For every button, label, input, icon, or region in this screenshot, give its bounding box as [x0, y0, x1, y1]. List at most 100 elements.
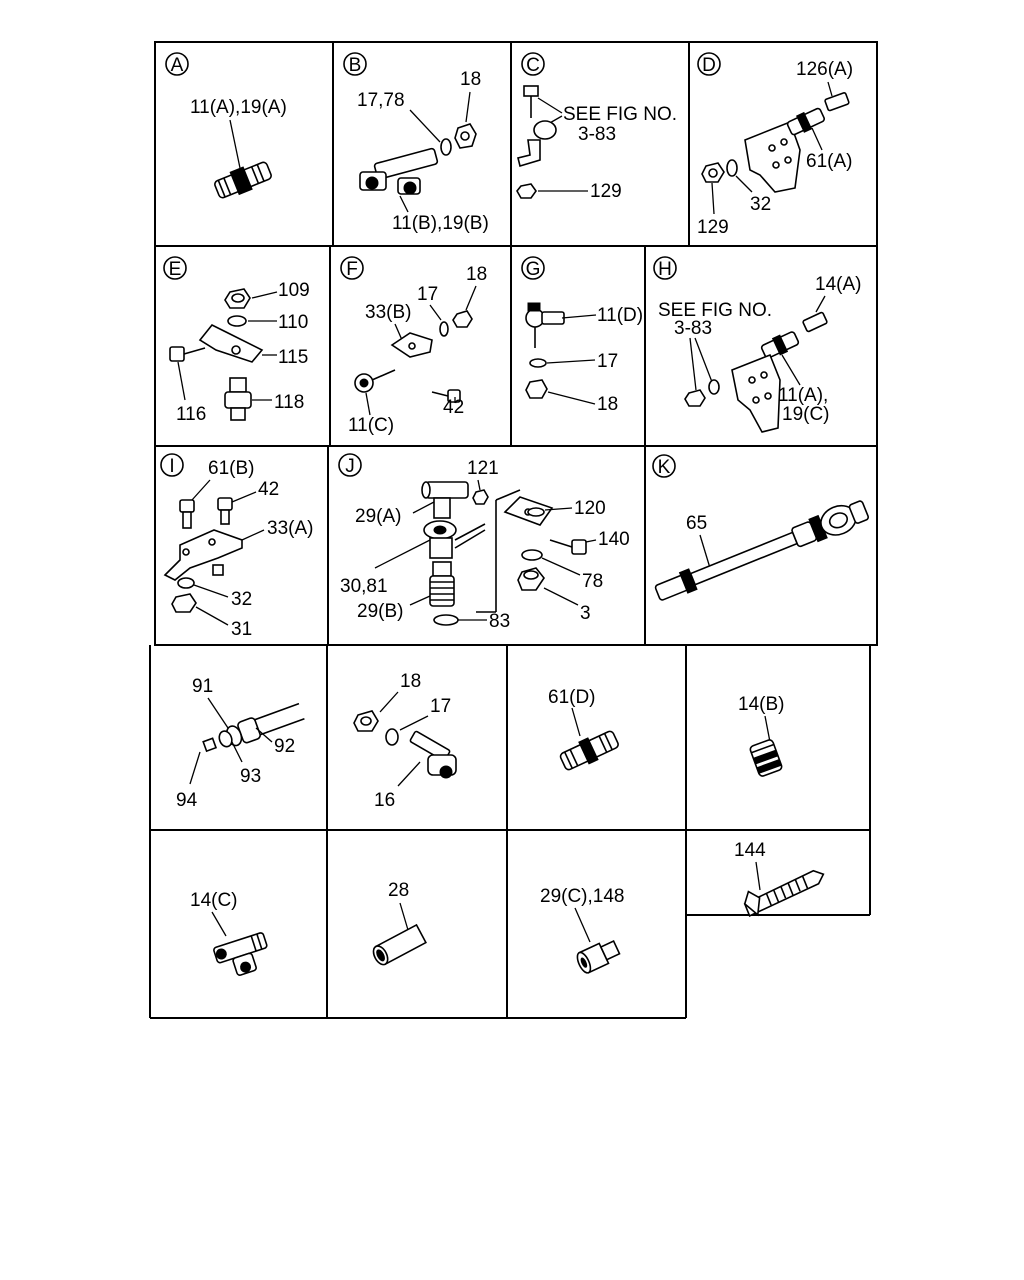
tee-fitting [409, 730, 457, 779]
connector [824, 92, 850, 112]
washer [521, 549, 543, 561]
part-label: 17 [430, 696, 451, 717]
tee-fitting [421, 481, 469, 519]
part-label: 115 [278, 347, 308, 368]
part-label: 61(D) [548, 687, 596, 708]
tee-fitting [213, 932, 268, 976]
panel-letter: D [702, 55, 716, 76]
part-label: 11(C) [348, 415, 394, 436]
part-label: 29(B) [357, 601, 403, 622]
washer [726, 159, 738, 177]
part-label: 94 [176, 790, 198, 811]
panel-tee-nut: 18 17 16 [353, 671, 457, 811]
part-label: 121 [467, 458, 499, 479]
part-label: 61(A) [806, 151, 852, 172]
panel-letter: B [349, 55, 362, 76]
panel-letter: F [346, 259, 358, 280]
panel-h: H 14(A) SEE FIG NO. 3-83 11(A), 19(C) [653, 256, 861, 433]
panel-letter: I [169, 456, 174, 477]
nut [454, 123, 477, 149]
nut [516, 183, 537, 199]
tube-sleeve [372, 923, 427, 966]
part-label: 32 [750, 194, 771, 215]
part-label: 129 [697, 217, 729, 238]
part-label: 11(B),19(B) [392, 213, 489, 234]
part-label: 83 [489, 611, 510, 632]
part-label: 29(A) [355, 506, 401, 527]
part-label: 93 [240, 766, 261, 787]
part-label: 29(C),148 [540, 886, 625, 907]
panel-b: B 17,78 18 11(B),19(B) [343, 52, 489, 234]
panel-letter: H [658, 259, 672, 280]
part-label: 16 [374, 790, 395, 811]
part-label: 18 [400, 671, 421, 692]
part-label: 11(A), [778, 385, 828, 406]
nut [517, 567, 545, 591]
part-label: 31 [231, 619, 252, 640]
part-label: 33(A) [267, 518, 313, 539]
part-label: 61(B) [208, 458, 254, 479]
panel-j: J 121 29(A) 30,81 29(B) 83 [338, 453, 630, 632]
part-label: 30,81 [340, 576, 388, 597]
part-label: 126(A) [796, 59, 853, 80]
bracket-plate [731, 353, 781, 433]
bolt [179, 499, 195, 529]
part-label: 144 [734, 840, 766, 861]
part-label: 17,78 [357, 90, 405, 111]
nut [452, 310, 473, 328]
part-label: 120 [574, 498, 606, 519]
nut [224, 288, 251, 309]
clip-bracket [517, 120, 557, 168]
part-label: 18 [466, 264, 487, 285]
part-label: 42 [443, 397, 464, 418]
bolt [549, 539, 587, 555]
part-label: 65 [686, 513, 707, 534]
part-label: 11(D) [597, 305, 643, 326]
part-label: 18 [460, 69, 481, 90]
panel-c: C SEE FIG NO. 3-83 129 [516, 52, 677, 202]
part-label: 17 [417, 284, 438, 305]
panel-clip-strip: 144 [734, 840, 825, 917]
panel-tee: 14(C) [190, 890, 268, 976]
panel-d: D 126(A) 61(A) 129 32 [697, 52, 853, 238]
part-label: 18 [597, 394, 618, 415]
panel-g: G 11(D) 17 18 [521, 256, 643, 415]
bolt [169, 346, 206, 362]
nut [171, 593, 197, 613]
part-label: 14(B) [738, 694, 784, 715]
part-label: 109 [278, 280, 310, 301]
panel-letter: E [169, 259, 182, 280]
nut [701, 162, 725, 183]
washer [440, 138, 452, 156]
part-label: 78 [582, 571, 603, 592]
part-label: 92 [274, 736, 295, 757]
panel-letter-circle [165, 52, 189, 76]
valve-body [423, 520, 486, 559]
union-fitting [760, 331, 800, 359]
part-label: 33(B) [365, 302, 411, 323]
part-label: SEE FIG NO. [658, 300, 772, 321]
panel-sleeve: 28 [372, 880, 427, 966]
threaded-plug [749, 739, 783, 777]
clamp-strip [743, 869, 825, 917]
bolt [431, 389, 461, 403]
part-label: 14(A) [815, 274, 861, 295]
grid-lines [149, 41, 878, 1019]
part-label: 140 [598, 529, 630, 550]
bracket [163, 529, 243, 581]
nut [353, 710, 379, 732]
panel-letter: K [658, 457, 671, 478]
washer [385, 728, 399, 746]
nut [472, 489, 489, 505]
pipe-fitting [202, 702, 305, 753]
threaded-fitting [429, 561, 455, 607]
bracket [390, 332, 433, 358]
part-label: 19(C) [782, 404, 830, 425]
washer [439, 321, 449, 337]
part-label: 3-83 [578, 124, 616, 145]
nut [684, 389, 706, 407]
bolt [217, 497, 233, 525]
part-label: 91 [192, 676, 213, 697]
union-fitting [786, 107, 825, 136]
